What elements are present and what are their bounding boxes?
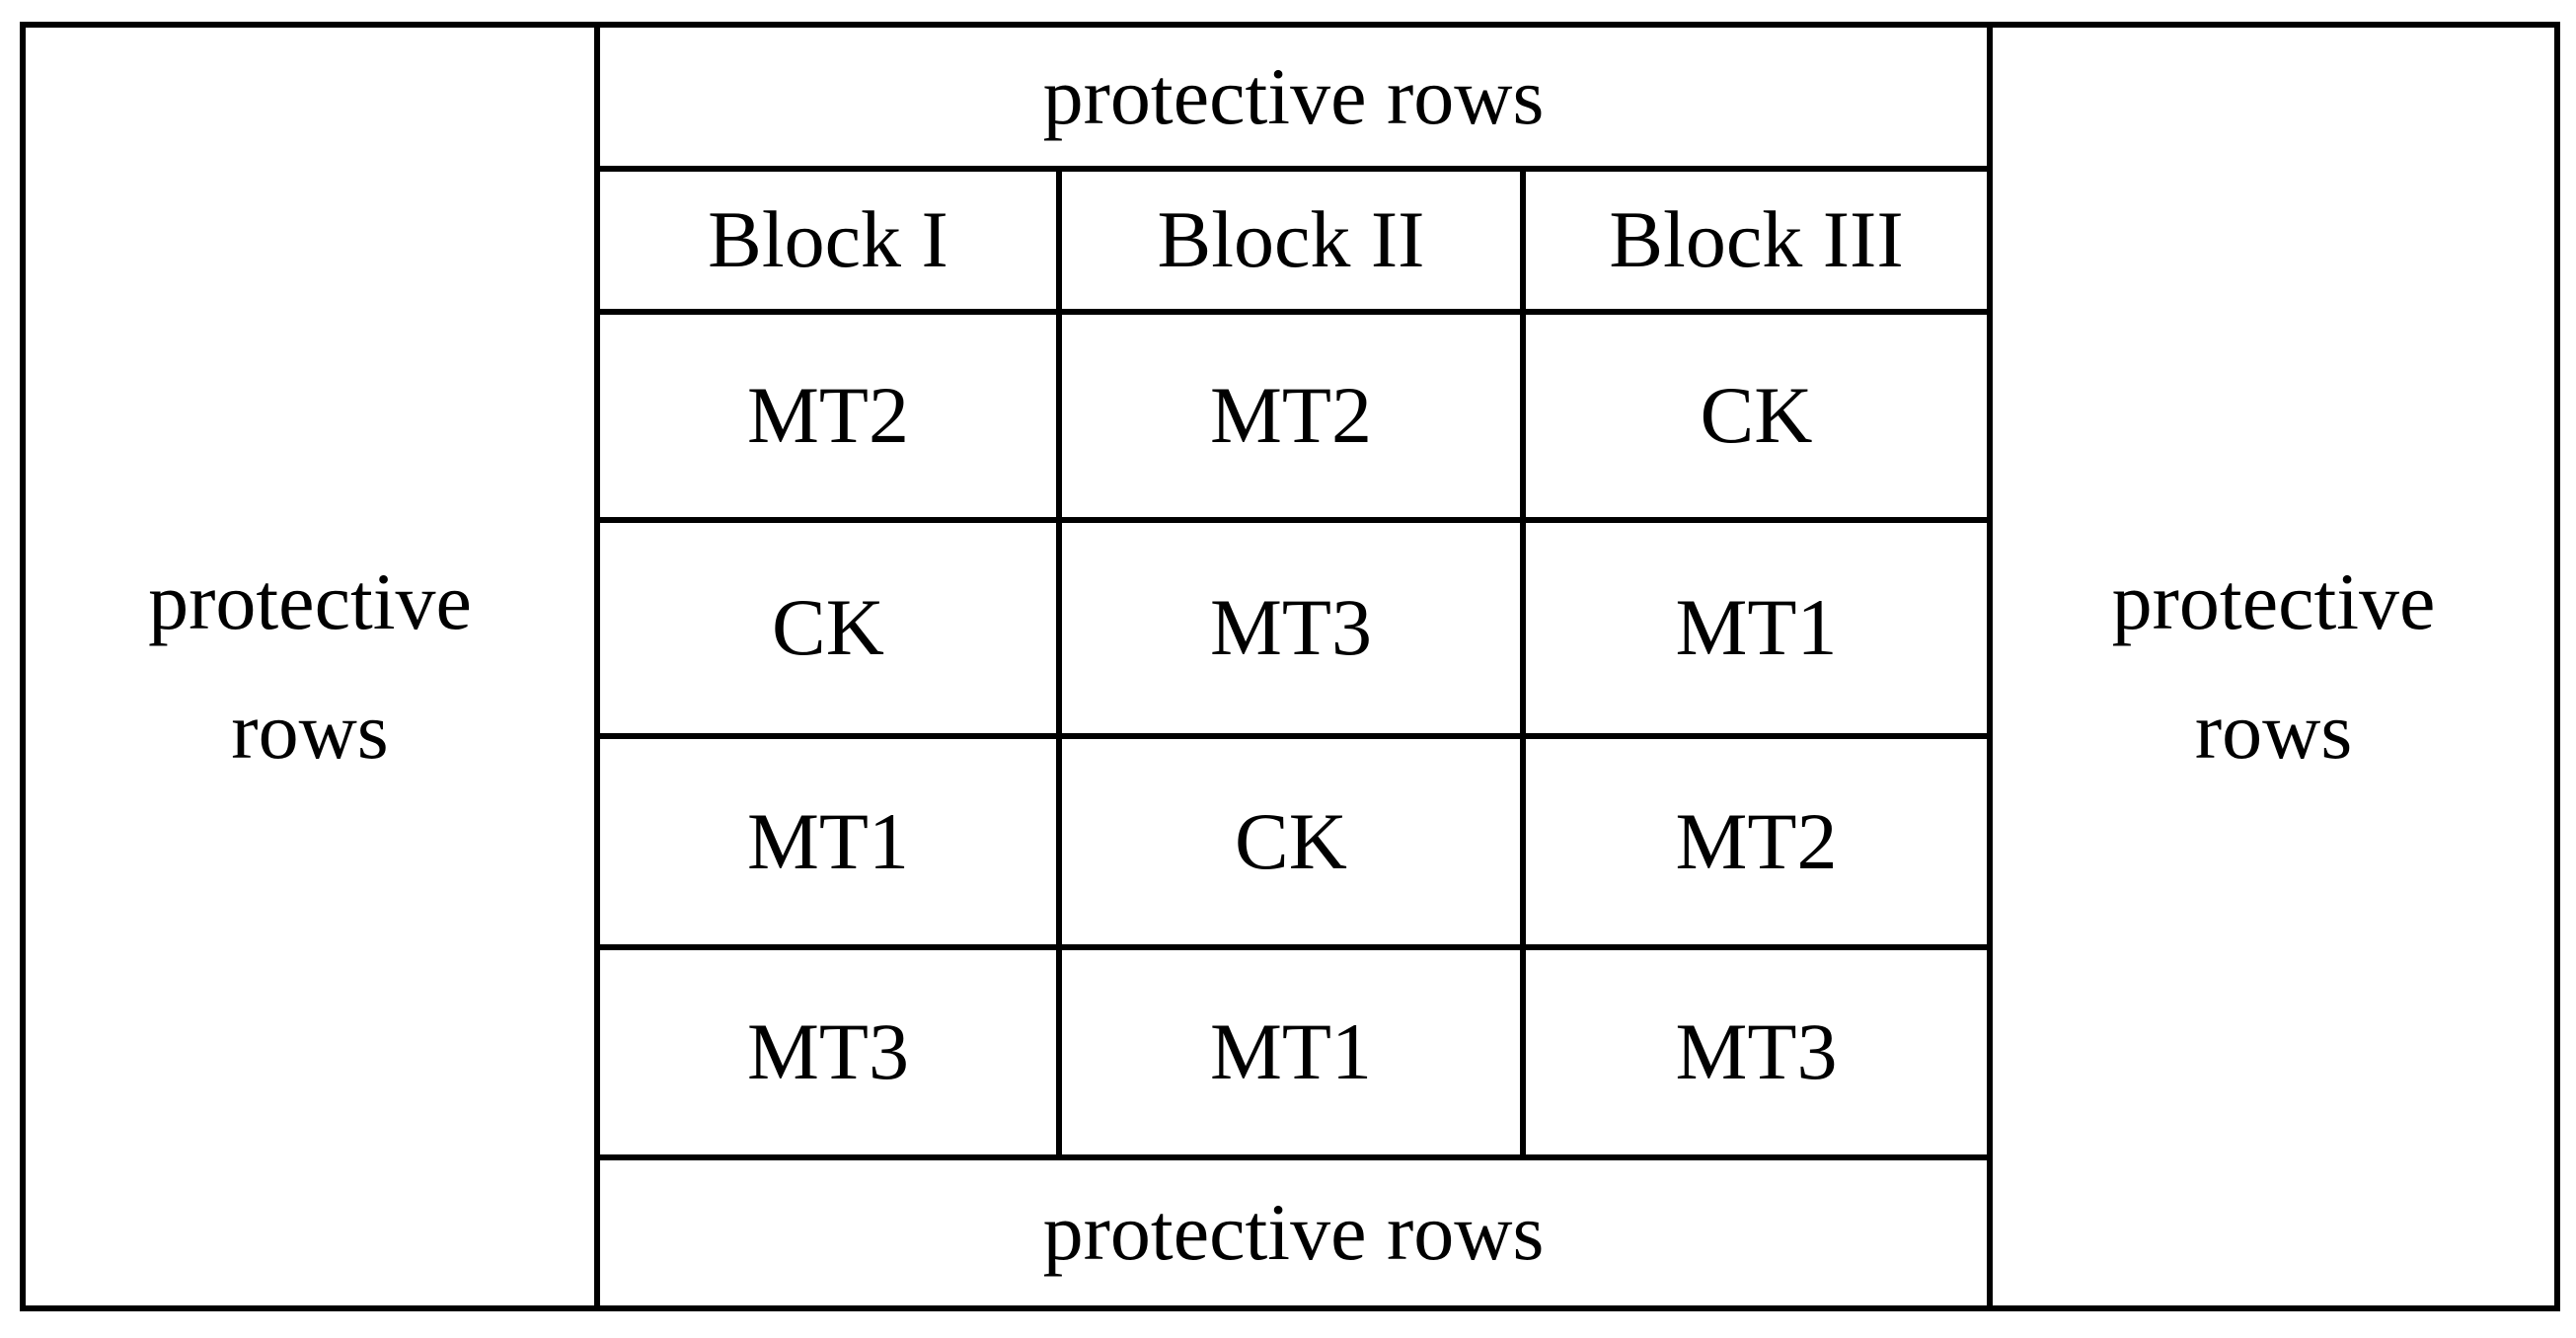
treatment-cell-r1-block2: MT2 — [1056, 309, 1526, 523]
right-protective-cell: protective rows — [1987, 22, 2561, 1311]
treatment-cell-r1-block1: MT2 — [594, 309, 1062, 523]
left-protective-cell: protective rows — [20, 22, 600, 1311]
top-protective-cell: protective rows — [593, 22, 1994, 172]
treatment-cell-r2-block2: MT3 — [1056, 517, 1526, 739]
treatment-cell-r2-block1: CK — [594, 517, 1062, 739]
bottom-protective-cell: protective rows — [593, 1154, 1994, 1311]
treatment-cell-r4-block3: MT3 — [1519, 944, 1994, 1160]
right-protective-label-line2: rows — [2194, 685, 2353, 776]
block-header-1: Block I — [594, 166, 1062, 315]
treatment-cell-r2-block3: MT1 — [1519, 517, 1994, 739]
treatment-cell-r4-block1: MT3 — [594, 944, 1062, 1160]
left-protective-label-line2: rows — [231, 685, 389, 776]
block-header-3: Block III — [1519, 166, 1994, 315]
treatment-cell-r1-block3: CK — [1519, 309, 1994, 523]
treatment-cell-r4-block2: MT1 — [1056, 944, 1526, 1160]
treatment-cell-r3-block1: MT1 — [594, 733, 1062, 950]
layout-table: protective rows protective rows protecti… — [20, 22, 2561, 1311]
treatment-cell-r3-block2: CK — [1056, 733, 1526, 950]
block-header-2: Block II — [1056, 166, 1526, 315]
left-protective-label-line1: protective — [148, 557, 472, 647]
right-protective-label-line1: protective — [2111, 557, 2436, 647]
treatment-cell-r3-block3: MT2 — [1519, 733, 1994, 950]
